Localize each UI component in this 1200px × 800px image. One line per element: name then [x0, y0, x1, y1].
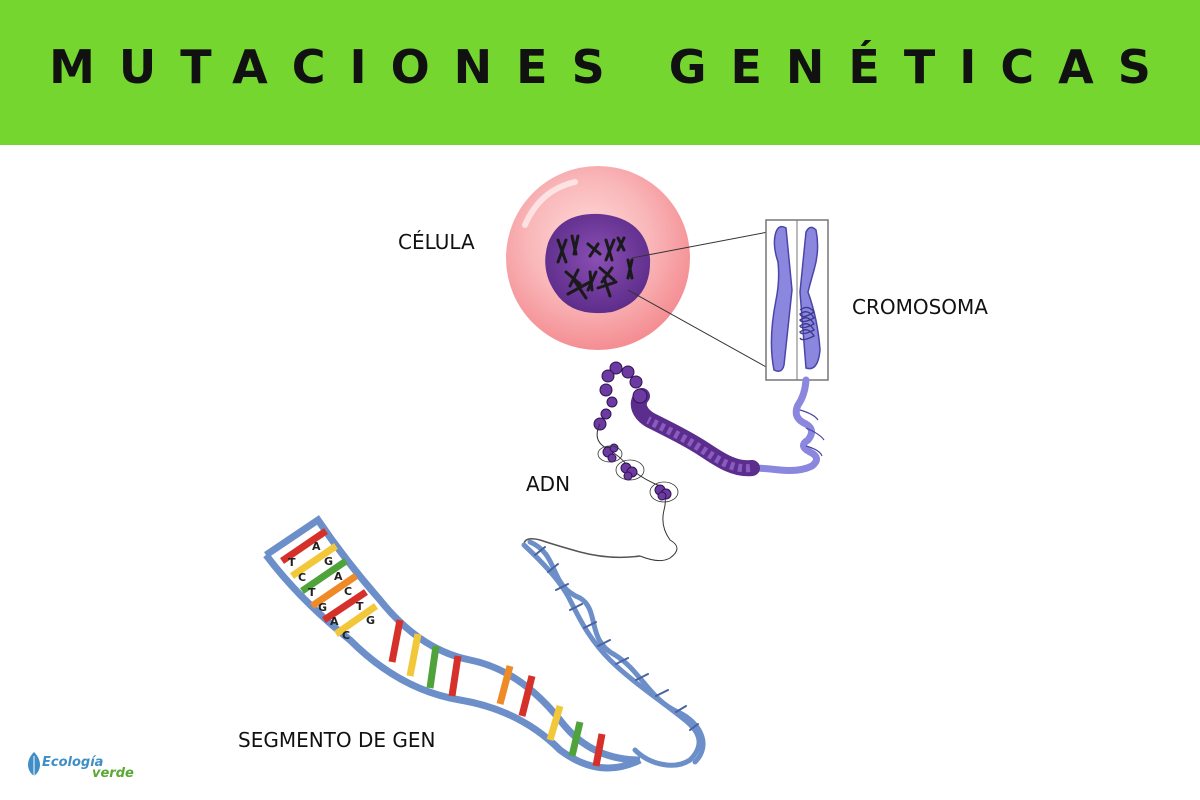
base-letter: C — [342, 629, 350, 642]
base-letter: T — [356, 600, 364, 613]
dna-label: ADN — [526, 472, 571, 496]
zoom-line-top — [631, 231, 769, 259]
dna-helix — [521, 539, 706, 768]
base-letter: A — [312, 540, 321, 553]
cell-label: CÉLULA — [398, 230, 475, 254]
gene-segment-label: SEGMENTO DE GEN — [238, 728, 436, 752]
page-title: MUTACIONES GENÉTICAS — [49, 40, 1175, 94]
base-letter: C — [298, 571, 306, 584]
cell-illustration — [506, 166, 690, 350]
base-letter: T — [308, 586, 316, 599]
logo-text-line2: verde — [92, 766, 134, 781]
base-letter: A — [334, 570, 343, 583]
base-letter: G — [318, 601, 327, 614]
logo-text-line1: Ecología — [42, 755, 104, 770]
logo-leaf-icon — [28, 752, 40, 776]
base-letter: G — [366, 614, 375, 627]
mini-chromosomes — [556, 234, 634, 300]
base-letter: G — [324, 555, 333, 568]
zoom-line-bottom — [627, 289, 769, 369]
chromosome-illustration — [765, 219, 829, 381]
solenoid-fiber — [630, 388, 760, 477]
base-letter: A — [330, 615, 339, 628]
chromosome-label: CROMOSOMA — [852, 295, 988, 319]
base-letter: T — [288, 556, 296, 569]
title-banner — [0, 0, 1200, 145]
base-letter: C — [344, 585, 352, 598]
nucleosome-clusters — [602, 443, 672, 501]
